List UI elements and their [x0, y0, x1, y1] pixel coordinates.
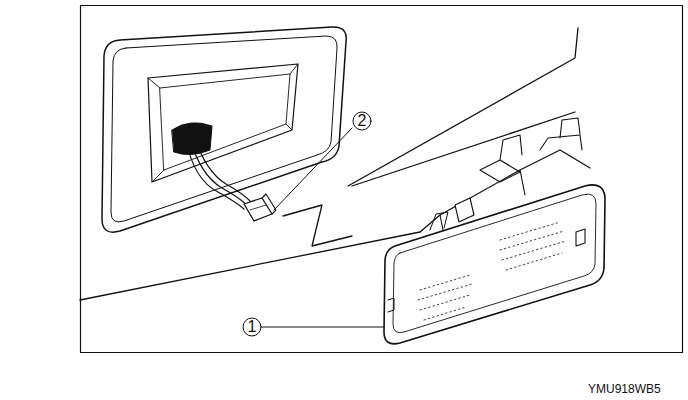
figure-code: YMU918WB5 — [588, 383, 661, 395]
callout-number: 1 — [248, 319, 257, 335]
callout-number: 2 — [358, 113, 367, 129]
